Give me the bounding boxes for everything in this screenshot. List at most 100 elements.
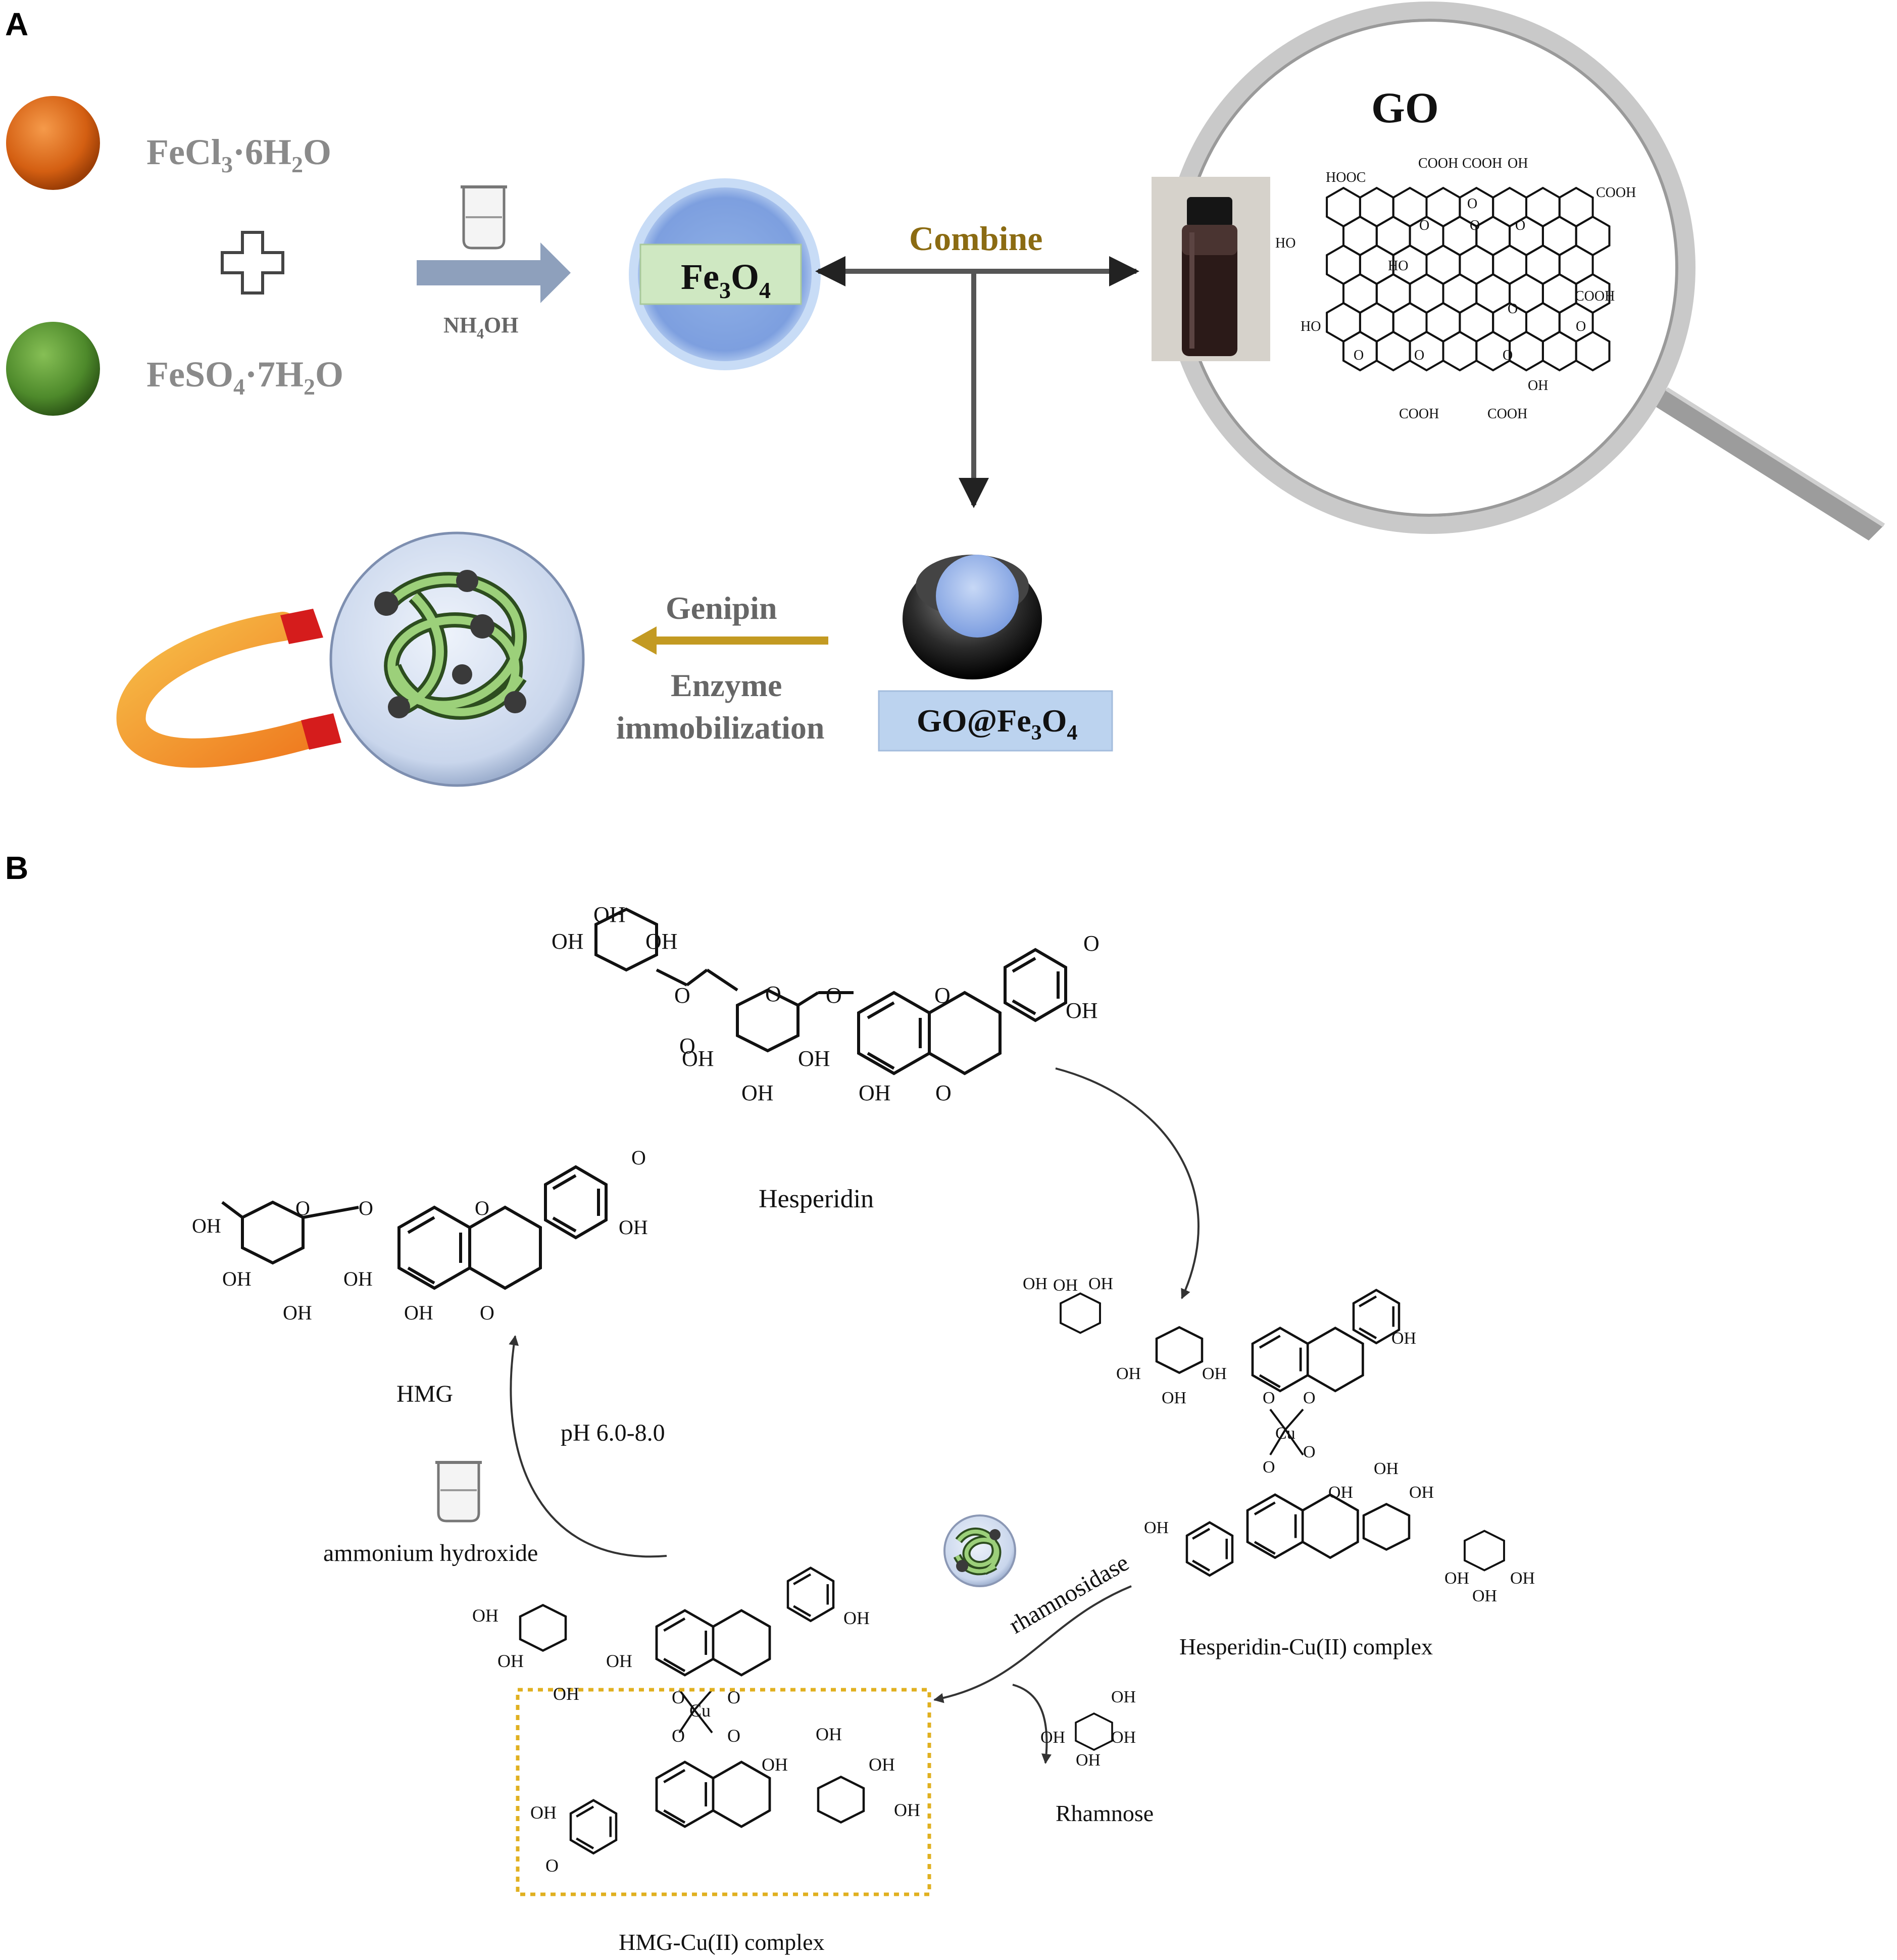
plus-icon	[221, 231, 284, 295]
svg-text:OH: OH	[553, 1684, 579, 1704]
svg-text:OH: OH	[1528, 378, 1548, 394]
svg-text:O: O	[545, 1855, 559, 1876]
svg-text:OH: OH	[1144, 1518, 1169, 1537]
svg-text:OH: OH	[816, 1724, 842, 1744]
fe3o4-label-box	[639, 243, 802, 305]
svg-text:OH: OH	[798, 1046, 830, 1071]
svg-text:COOH: COOH	[1596, 185, 1636, 201]
reaction-arrow	[417, 242, 571, 303]
svg-text:O: O	[1303, 1443, 1316, 1461]
panel-label-a: A	[5, 6, 28, 42]
svg-text:OH: OH	[1040, 1728, 1065, 1747]
hmg-cu-groups: OH OH OH OH OH O O Cu O O OH OH OH OH OH…	[472, 1605, 920, 1876]
svg-text:O: O	[475, 1197, 489, 1219]
svg-text:O: O	[1503, 348, 1513, 363]
hmg-cu-label: HMG-Cu(II) complex	[619, 1929, 825, 1955]
svg-text:OH: OH	[530, 1802, 557, 1823]
svg-text:COOH: COOH	[1575, 288, 1615, 304]
svg-text:OH: OH	[1023, 1275, 1047, 1293]
svg-text:OH: OH	[472, 1605, 498, 1626]
svg-text:OH: OH	[1116, 1364, 1141, 1383]
svg-text:OH: OH	[682, 1046, 714, 1071]
svg-text:O: O	[1576, 319, 1586, 334]
rhamnose-structure	[1075, 1712, 1113, 1751]
svg-text:OH: OH	[859, 1081, 891, 1105]
svg-text:OH: OH	[1374, 1459, 1399, 1478]
svg-text:O: O	[1354, 348, 1364, 363]
svg-text:COOH: COOH	[1462, 156, 1502, 171]
svg-text:OH: OH	[894, 1800, 920, 1820]
enzyme-label-line1: Enzyme	[671, 667, 782, 703]
svg-text:OH: OH	[1391, 1329, 1416, 1348]
ammonium-label: ammonium hydroxide	[323, 1540, 538, 1566]
svg-text:OH: OH	[222, 1267, 252, 1290]
svg-text:OH: OH	[869, 1754, 895, 1775]
svg-text:HO: HO	[1388, 258, 1408, 274]
panel-label-b: B	[5, 850, 28, 886]
hesperidin-structure	[596, 909, 1066, 1073]
svg-text:O: O	[674, 983, 690, 1008]
svg-text:COOH: COOH	[1418, 156, 1458, 171]
svg-text:OH: OH	[1111, 1688, 1136, 1706]
svg-text:O: O	[1303, 1389, 1316, 1407]
cycle-arrow-complex-to-hmg	[509, 1335, 667, 1558]
hesperidin-cu-label: Hesperidin-Cu(II) complex	[1179, 1634, 1433, 1659]
go-fe3o4-label: GO@Fe3O4	[917, 703, 1077, 745]
hmg-cu-highlight-box	[516, 1688, 931, 1896]
beaker-icon	[461, 185, 507, 250]
go-vial-photo	[1152, 177, 1270, 361]
hmg-structure	[221, 1167, 606, 1288]
svg-text:Cu: Cu	[689, 1700, 711, 1721]
svg-text:O: O	[679, 1034, 695, 1058]
svg-text:OH: OH	[1076, 1751, 1101, 1770]
ph-label: pH 6.0-8.0	[561, 1419, 665, 1446]
svg-text:O: O	[1414, 348, 1424, 363]
go-functional-groups: HOOC COOH COOH OH COOH HO HO COOH HO O O…	[1275, 156, 1636, 422]
svg-text:O: O	[727, 1687, 740, 1707]
svg-text:OH: OH	[1328, 1483, 1353, 1502]
svg-text:O: O	[1083, 931, 1100, 956]
svg-text:O: O	[672, 1726, 685, 1746]
svg-text:OH: OH	[606, 1651, 632, 1671]
svg-text:OH: OH	[1088, 1275, 1113, 1293]
svg-text:O: O	[826, 983, 842, 1008]
go-structure	[1326, 186, 1611, 372]
svg-text:OH: OH	[192, 1214, 221, 1237]
svg-text:OH: OH	[593, 902, 626, 927]
immobilized-enzyme-sphere	[329, 531, 585, 787]
svg-text:COOH: COOH	[1487, 406, 1527, 422]
svg-text:OH: OH	[1444, 1569, 1469, 1588]
svg-text:OH: OH	[1508, 156, 1528, 171]
svg-text:OH: OH	[741, 1081, 774, 1105]
svg-text:OH: OH	[1053, 1276, 1078, 1295]
enzyme-sphere-small	[944, 1515, 1015, 1586]
hmg-label: HMG	[396, 1381, 453, 1407]
svg-text:OH: OH	[1409, 1483, 1434, 1502]
svg-text:OH: OH	[404, 1301, 433, 1324]
genipin-arrowhead	[631, 626, 657, 655]
svg-text:HO: HO	[1301, 319, 1321, 334]
beaker-icon-b	[435, 1461, 482, 1523]
svg-text:O: O	[935, 1081, 952, 1105]
svg-text:O: O	[934, 983, 951, 1008]
svg-text:O: O	[1467, 196, 1477, 212]
svg-text:OH: OH	[619, 1216, 648, 1239]
svg-text:OH: OH	[1066, 998, 1098, 1023]
rhamnose-label: Rhamnose	[1056, 1800, 1154, 1826]
svg-text:O: O	[1263, 1389, 1275, 1407]
svg-text:O: O	[727, 1726, 740, 1746]
svg-text:OH: OH	[552, 929, 584, 954]
svg-text:HO: HO	[1275, 235, 1295, 251]
rhamnose-groups: OH OH OH OH	[1040, 1688, 1136, 1770]
svg-text:O: O	[1470, 218, 1480, 233]
svg-text:OH: OH	[1111, 1728, 1136, 1747]
combine-label: Combine	[909, 219, 1042, 258]
magnet-icon	[116, 609, 341, 768]
svg-text:O: O	[672, 1687, 685, 1707]
hesperidin-cu-groups: OH OH OH OH OH OH OH O O Cu O O OH OH OH…	[1023, 1275, 1535, 1605]
svg-text:OH: OH	[497, 1651, 524, 1671]
svg-text:OH: OH	[1202, 1364, 1227, 1383]
svg-text:O: O	[765, 982, 781, 1006]
svg-text:HOOC: HOOC	[1326, 170, 1366, 185]
svg-text:OH: OH	[343, 1267, 373, 1290]
